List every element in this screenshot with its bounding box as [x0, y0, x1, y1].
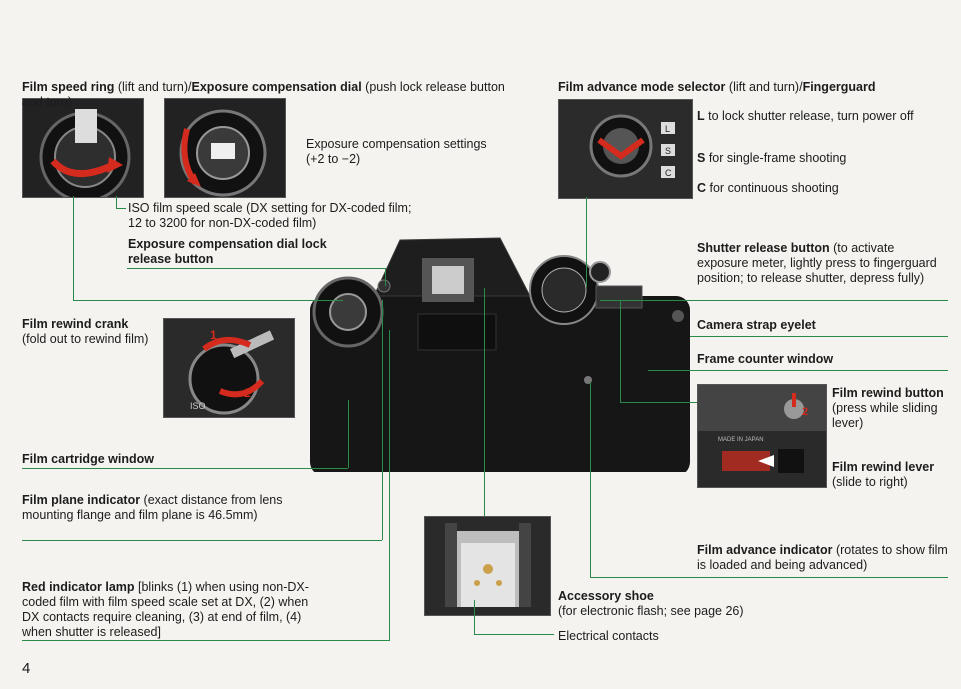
electrical-contacts-label: Electrical contacts: [558, 629, 659, 643]
leader-electrical-v: [474, 600, 475, 634]
leader-electrical-h: [474, 634, 554, 635]
exposure-dial-illustration: [165, 99, 285, 197]
leader-frame-h: [648, 370, 948, 371]
mode-c-label: C for continuous shooting: [697, 181, 839, 195]
camera-strap-eyelet-label: Camera strap eyelet: [697, 318, 816, 332]
leader-strap-h: [690, 336, 948, 337]
mode-l-marking: L: [665, 124, 670, 134]
film-advance-indicator-label: Film advance indicator (rotates to show …: [697, 543, 948, 572]
film-rewind-lever-label: Film rewind lever (slide to right): [832, 460, 935, 489]
exposure-comp-settings-label: Exposure compensation settings (+2 to −2…: [306, 137, 487, 166]
leader-cartridge-h: [22, 468, 348, 469]
accessory-shoe-label: Accessory shoe (for electronic flash; se…: [558, 589, 744, 618]
frame-counter-window-label: Frame counter window: [697, 352, 834, 366]
leader-iso: [116, 196, 117, 208]
shutter-release-label: Shutter release button (to activate expo…: [697, 241, 937, 285]
mode-c-marking: C: [665, 168, 672, 178]
accessory-shoe-illustration: [425, 517, 550, 615]
leader-cartridge-v: [348, 400, 349, 468]
advance-mode-illustration: L S C: [559, 100, 692, 198]
leader-exp-lock-v: [385, 268, 386, 286]
leader-film-plane-v: [382, 300, 383, 540]
rewind-lever-illustration: 2 MADE IN JAPAN: [698, 385, 826, 487]
rewind-button-lever-photo: 2 MADE IN JAPAN: [697, 384, 827, 488]
leader-film-speed: [73, 196, 74, 300]
step-2-label: 2: [244, 386, 251, 400]
leader-iso-h: [116, 208, 126, 209]
iso-marking: ISO: [190, 401, 206, 411]
mode-l-label: L to lock shutter release, turn power of…: [697, 109, 914, 123]
advance-mode-photo: L S C: [558, 99, 693, 199]
film-advance-mode-label: Film advance mode selector (lift and tur…: [558, 80, 876, 94]
rewind-crank-photo: 1 2 ISO: [163, 318, 295, 418]
leader-film-plane-h: [22, 540, 382, 541]
leader-exp-lock-h: [127, 268, 385, 269]
page-number: 4: [22, 660, 31, 677]
leader-rewind-h: [620, 402, 697, 403]
leader-advance-ind-h: [590, 577, 948, 578]
film-cartridge-window-label: Film cartridge window: [22, 452, 154, 466]
leader-advance-ind-v: [590, 382, 591, 577]
accessory-shoe-photo: [424, 516, 551, 616]
exposure-compensation-photo: [164, 98, 286, 198]
red-indicator-lamp-label: Red indicator lamp [blinks (1) when usin…: [22, 580, 309, 639]
rewind-step-2: 2: [802, 406, 808, 418]
rewind-crank-illustration: 1 2 ISO: [164, 319, 294, 417]
film-plane-indicator-label: Film plane indicator (exact distance fro…: [22, 493, 283, 522]
leader-rewind-v: [620, 300, 621, 402]
leader-film-speed-h: [73, 300, 343, 301]
step-1-label: 1: [210, 328, 217, 342]
film-speed-ring-photo: [22, 98, 144, 203]
leader-advance-mode-v: [586, 197, 587, 287]
leader-accessory-v: [484, 288, 485, 516]
film-rewind-crank-label: Film rewind crank (fold out to rewind fi…: [22, 317, 149, 346]
mode-s-marking: S: [665, 146, 671, 156]
exposure-lock-label: Exposure compensation dial lock release …: [128, 237, 327, 266]
iso-scale-label: ISO film speed scale (DX setting for DX-…: [128, 201, 412, 230]
camera-body-photo: [300, 232, 700, 476]
exposure-comp-dial-title: Exposure compensation dial: [191, 80, 362, 94]
film-speed-ring-label: Film speed ring (lift and turn)/Exposure…: [22, 80, 505, 109]
mode-s-label: S for single-frame shooting: [697, 151, 847, 165]
leader-red-lamp-v: [389, 330, 390, 640]
film-speed-ring-title: Film speed ring: [22, 80, 115, 94]
leader-red-lamp-h: [22, 640, 390, 641]
film-rewind-button-label: Film rewind button (press while sliding …: [832, 386, 944, 430]
leader-shutter-h: [600, 300, 948, 301]
film-speed-ring-illustration: [23, 99, 143, 203]
camera-back-illustration: [310, 237, 690, 476]
made-in-japan-marking: MADE IN JAPAN: [718, 437, 764, 443]
